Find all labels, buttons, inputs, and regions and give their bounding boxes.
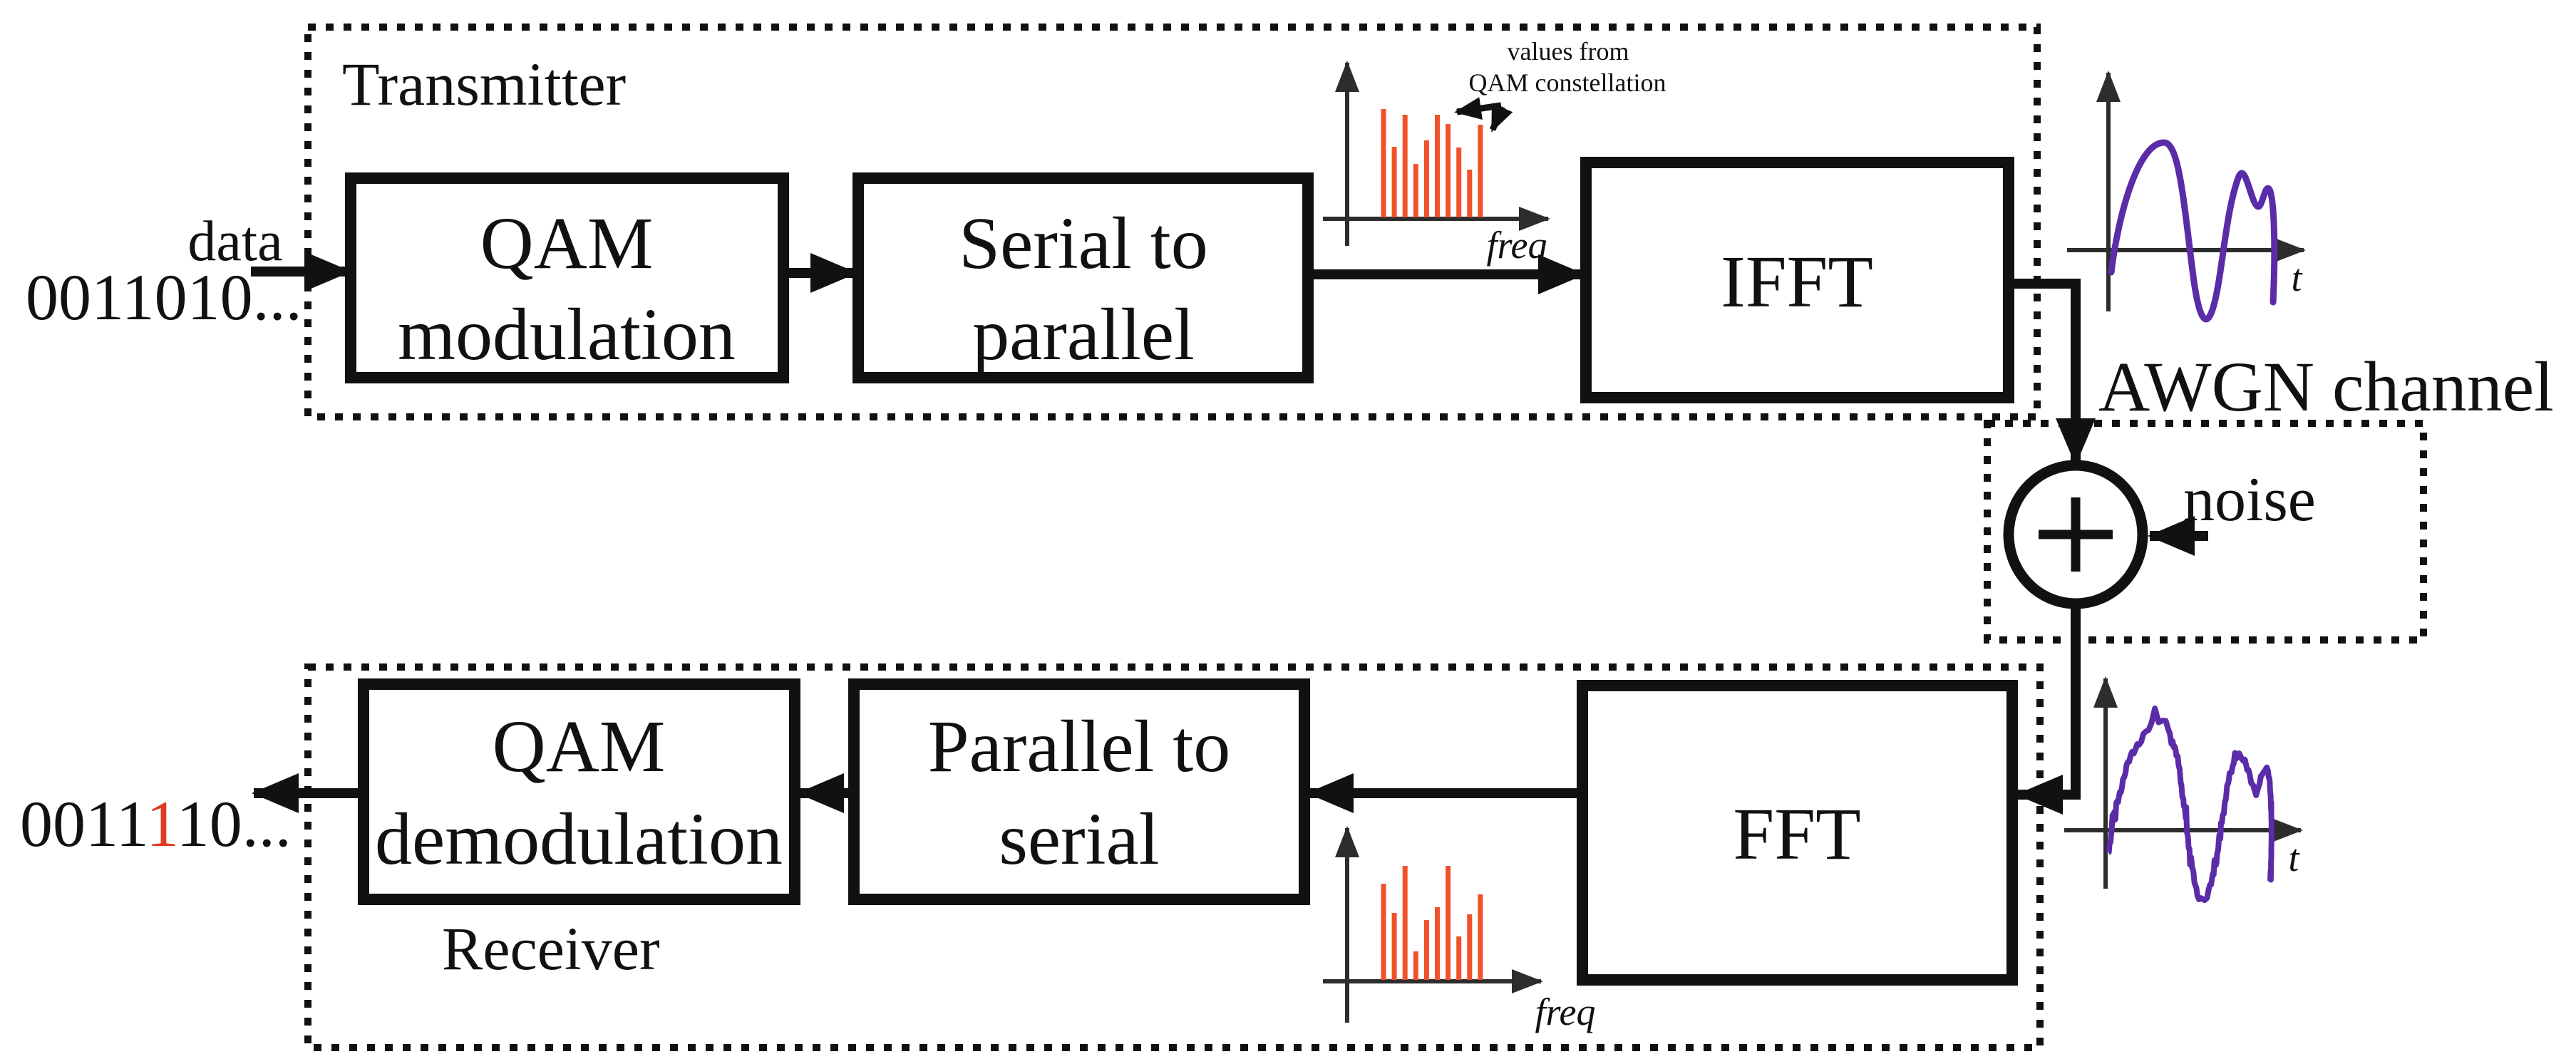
parallel-to-serial-label-line1: Parallel to <box>928 706 1231 787</box>
serial-to-parallel-label-line1: Serial to <box>959 202 1207 284</box>
qam-modulation-block <box>345 172 789 383</box>
output-bit-error: 1 <box>146 787 177 860</box>
output-bits-before: 0011 <box>20 787 146 860</box>
rx-spectrum-figure: freq <box>1323 826 1596 1033</box>
qam-modulation-label-line2: modulation <box>398 294 736 376</box>
clean-waveform-t-label: t <box>2291 257 2303 299</box>
awgn-channel-dashed-frame <box>1984 420 2427 644</box>
annotation-arrow-left <box>1454 97 1502 120</box>
rx-spectrum-lines <box>1381 866 1483 980</box>
arrow-adder-to-fft <box>2016 605 2081 815</box>
fft-block <box>1577 680 2018 986</box>
parallel-to-serial-block <box>848 678 1310 905</box>
tx-spectrum-lines <box>1381 109 1483 217</box>
transmitter-dashed-frame <box>304 24 2041 420</box>
noisy-waveform-curve <box>2106 706 2274 903</box>
serial-to-parallel-block <box>852 172 1314 383</box>
qam-modulation-label-line1: QAM <box>480 202 654 284</box>
awgn-channel-title: AWGN channel <box>2098 347 2554 426</box>
noisy-waveform-t-label: t <box>2288 837 2300 879</box>
plus-icon <box>2039 497 2113 572</box>
rx-freq-axis-label: freq <box>1535 991 1596 1033</box>
qam-demodulation-label-line1: QAM <box>493 706 666 787</box>
annotation-arrow-down <box>1489 103 1513 133</box>
fft-label: FFT <box>1733 793 1860 875</box>
annotation-line2: QAM constellation <box>1469 68 1666 97</box>
clean-waveform-figure: t <box>2067 71 2306 323</box>
qam-demodulation-block <box>358 678 800 905</box>
receiver-title: Receiver <box>442 914 660 983</box>
noisy-waveform-group <box>2106 706 2274 903</box>
clean-waveform-curve <box>2108 139 2278 323</box>
output-bits: 0011110... <box>20 787 292 860</box>
qam-demodulation-label-line2: demodulation <box>375 798 783 880</box>
output-bits-after: 10... <box>177 787 292 860</box>
serial-to-parallel-label-line2: parallel <box>972 294 1195 376</box>
annotation-line1: values from <box>1508 37 1629 66</box>
arrow-ifft-to-adder <box>2010 279 2096 465</box>
ifft-block <box>1580 157 2014 403</box>
ifft-label: IFFT <box>1721 241 1873 323</box>
parallel-to-serial-label-line2: serial <box>999 798 1159 880</box>
tx-spectrum-figure: freq <box>1323 61 1550 267</box>
receiver-dashed-frame <box>304 663 2044 1051</box>
tx-freq-axis-label: freq <box>1487 224 1547 267</box>
noisy-waveform-figure: t <box>2064 676 2303 903</box>
noise-label: noise <box>2183 465 2316 534</box>
data-input-label: data <box>187 210 282 273</box>
transmitter-title: Transmitter <box>342 50 626 118</box>
